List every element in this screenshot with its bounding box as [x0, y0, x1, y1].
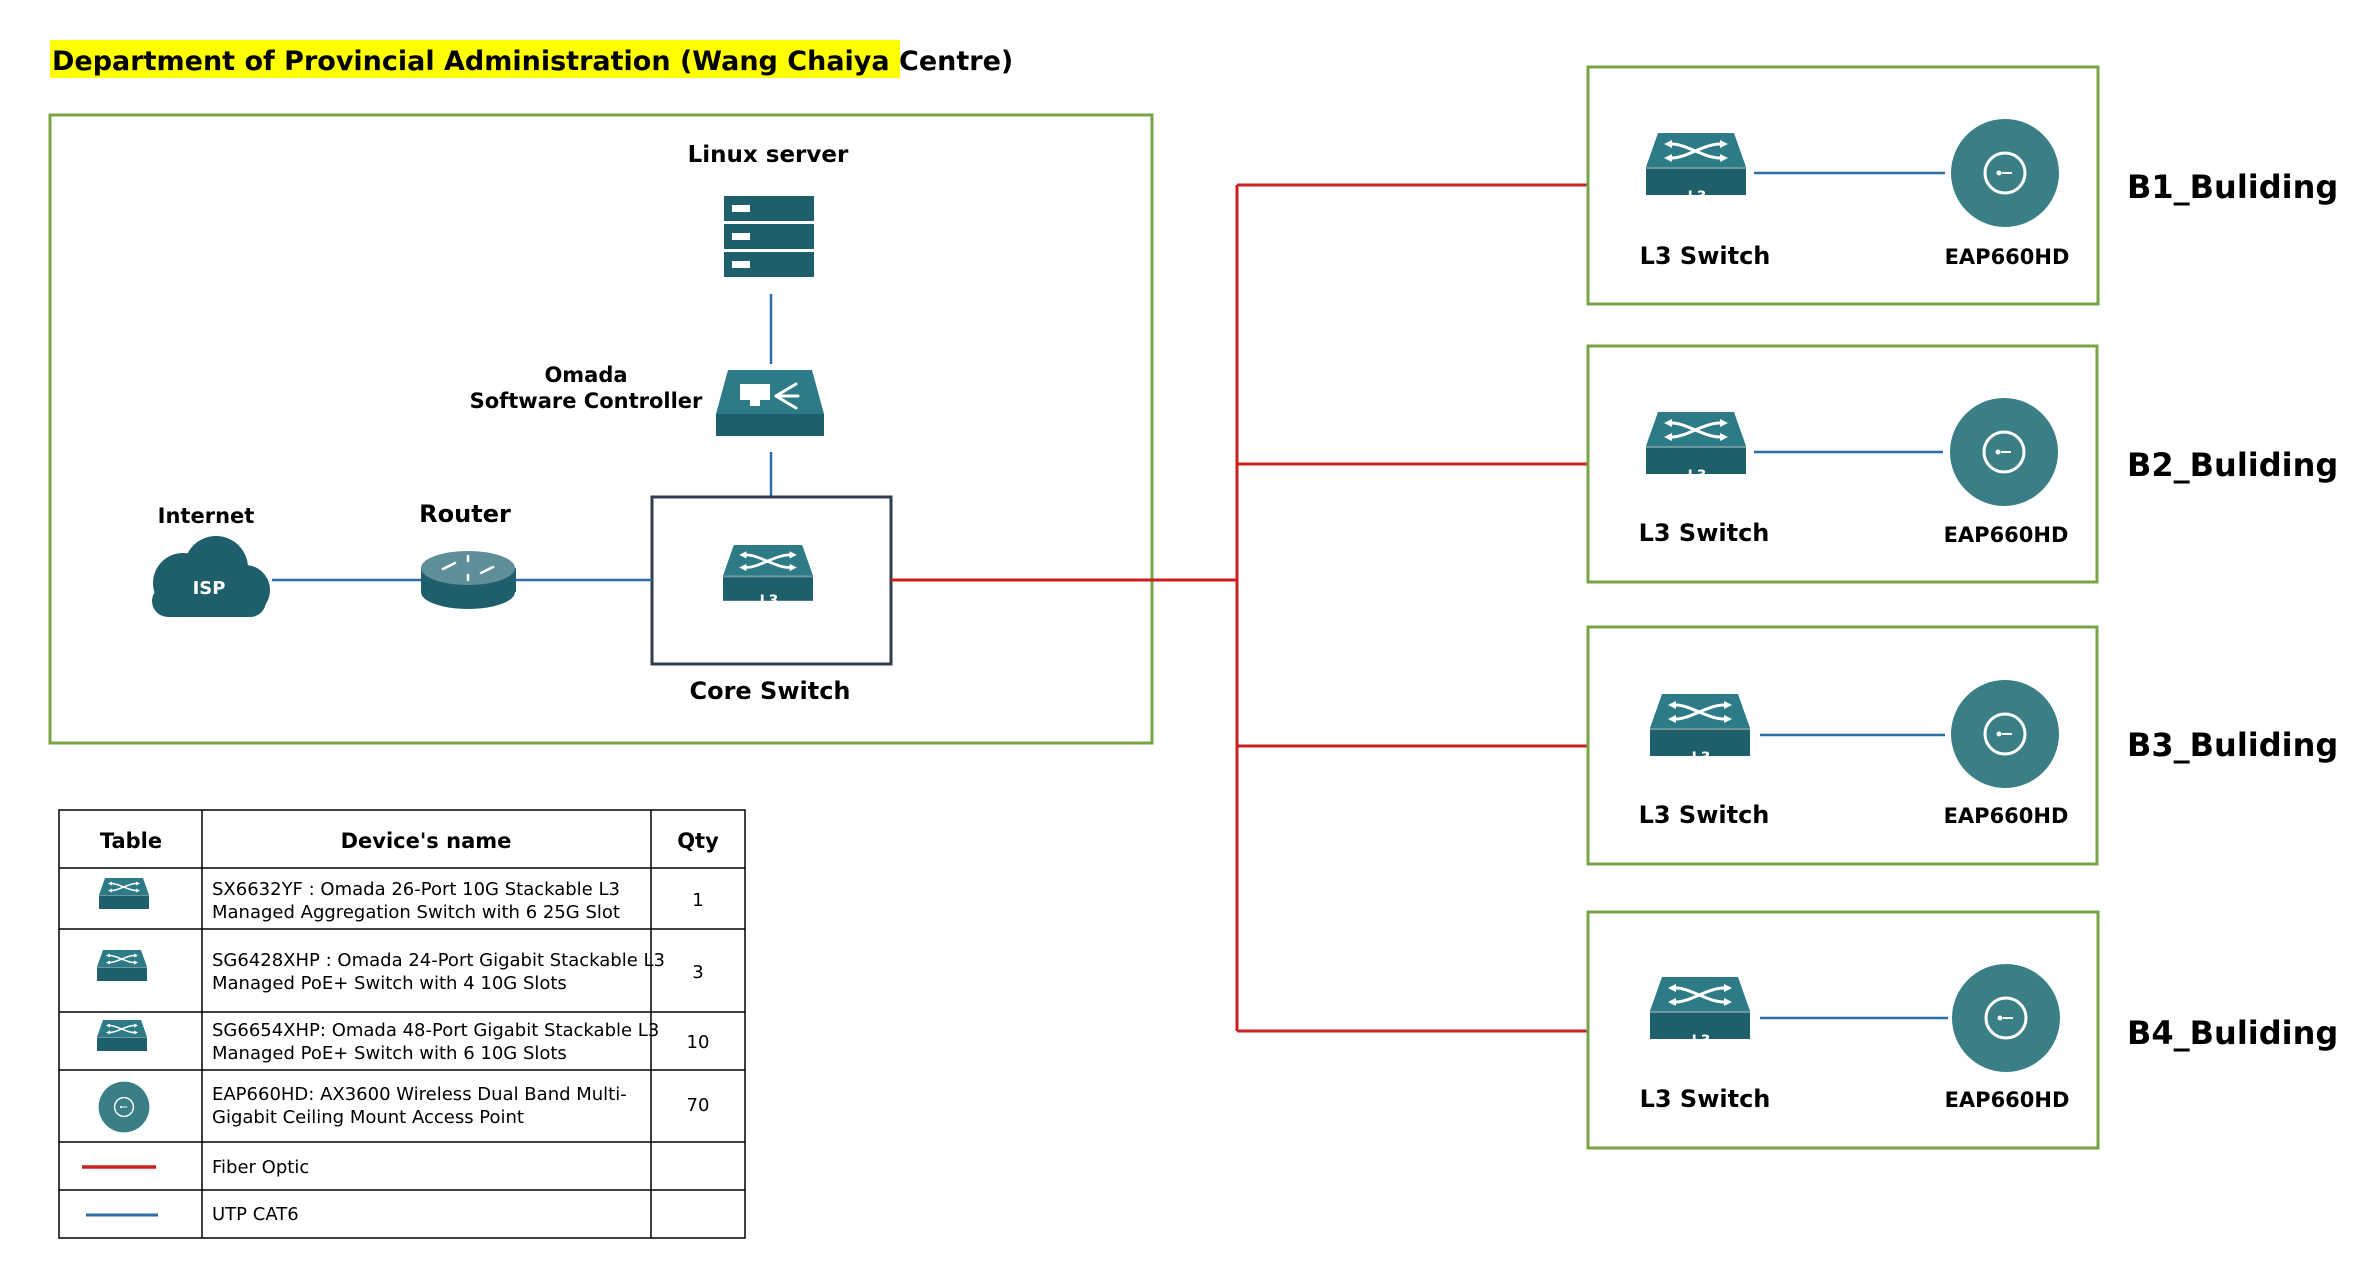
fiber-trunk [891, 183, 1588, 1033]
building-b4: L3 L3 Switch EAP660HD B4_Buliding [1586, 910, 2338, 1150]
row2-name-line1: SG6428XHP : Omada 24-Port Gigabit Stacka… [212, 950, 665, 971]
b4-building-name: B4_Buliding [2127, 1014, 2338, 1052]
l3-switch-icon [96, 949, 148, 982]
building-b1: L3 L3 Switch EAP660HD B1_Buliding [1586, 65, 2338, 306]
controller-icon [716, 370, 824, 436]
router-label: Router [419, 500, 511, 528]
b3-building-name: B3_Buliding [2127, 726, 2338, 764]
row4-qty: 70 [687, 1095, 710, 1116]
l3-switch-icon [1644, 131, 1748, 197]
switch-badge: L3 [1688, 468, 1707, 484]
page-title: Department of Provincial Administration … [52, 46, 1013, 77]
row1-name-line1: SX6632YF : Omada 26-Port 10G Stackable L… [212, 879, 620, 900]
b3-switch-label: L3 Switch [1639, 801, 1770, 829]
main-site-boundary [48, 113, 1154, 745]
linux-server-label: Linux server [688, 142, 849, 168]
building-b3: L3 L3 Switch EAP660HD B3_Buliding [1586, 625, 2338, 866]
l3-switch-icon [1648, 692, 1752, 758]
row1-name-line2: Managed Aggregation Switch with 6 25G Sl… [212, 902, 620, 923]
core-switch-badge: L3 [760, 593, 779, 609]
table-header-table: Table [100, 829, 162, 853]
access-point-icon [1949, 117, 2061, 229]
b4-switch-label: L3 Switch [1640, 1085, 1771, 1113]
row3-name-line1: SG6654XHP: Omada 48-Port Gigabit Stackab… [212, 1020, 659, 1041]
cloud-icon [152, 536, 270, 617]
device-table: Table Device's name Qty SX6632YF : Omada… [58, 809, 746, 1239]
access-point-icon [1948, 396, 2060, 508]
controller-label-line1: Omada [544, 363, 627, 387]
table-header-device-name: Device's name [341, 829, 512, 853]
router-icon [421, 551, 516, 609]
core-switch-label: Core Switch [689, 677, 850, 705]
switch-badge: L3 [1692, 1033, 1711, 1049]
internet-label: Internet [158, 504, 255, 528]
row3-qty: 10 [687, 1032, 710, 1053]
b2-ap-label: EAP660HD [1944, 523, 2069, 547]
row5-name: Fiber Optic [212, 1157, 309, 1178]
title-highlight [50, 40, 900, 78]
row1-qty: 1 [692, 890, 703, 911]
l3-switch-icon [1644, 410, 1748, 476]
l3-switch-icon [1648, 975, 1752, 1041]
row3-name-line2: Managed PoE+ Switch with 6 10G Slots [212, 1043, 567, 1064]
access-point-icon [97, 1080, 151, 1134]
row2-name-line2: Managed PoE+ Switch with 4 10G Slots [212, 973, 567, 994]
row2-qty: 3 [692, 962, 703, 983]
row6-name: UTP CAT6 [212, 1204, 299, 1225]
controller-label-line2: Software Controller [470, 389, 703, 413]
b1-ap-label: EAP660HD [1945, 245, 2070, 269]
access-point-icon [1949, 678, 2061, 790]
b2-building-name: B2_Buliding [2127, 446, 2338, 484]
b4-ap-label: EAP660HD [1945, 1088, 2070, 1112]
b1-building-name: B1_Buliding [2127, 168, 2338, 206]
b3-ap-label: EAP660HD [1944, 804, 2069, 828]
switch-badge: L3 [1692, 750, 1711, 766]
b2-switch-label: L3 Switch [1639, 519, 1770, 547]
row4-name-line2: Gigabit Ceiling Mount Access Point [212, 1107, 524, 1128]
isp-label: ISP [193, 578, 226, 599]
server-icon [724, 196, 814, 277]
b1-switch-label: L3 Switch [1640, 242, 1771, 270]
access-point-icon [1950, 962, 2062, 1074]
switch-badge: L3 [1688, 189, 1707, 205]
table-header-qty: Qty [677, 829, 719, 853]
row4-name-line1: EAP660HD: AX3600 Wireless Dual Band Mult… [212, 1084, 627, 1105]
building-b2: L3 L3 Switch EAP660HD B2_Buliding [1586, 344, 2338, 584]
l3-switch-icon [96, 1019, 148, 1052]
l3-switch-icon [98, 877, 150, 910]
